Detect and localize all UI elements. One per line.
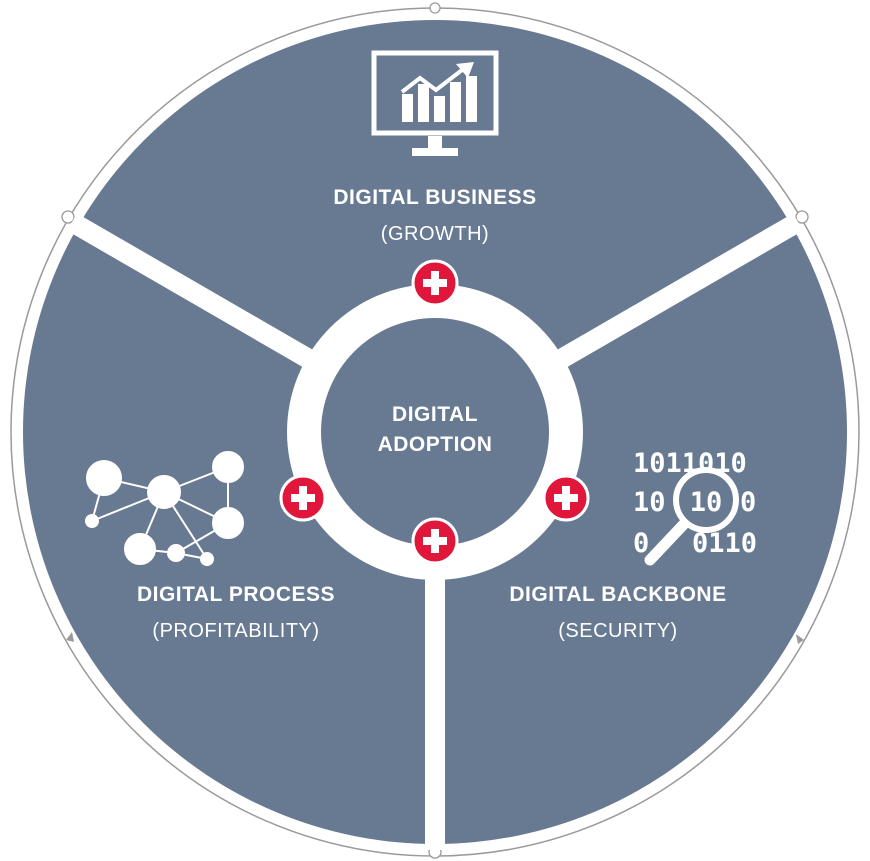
binary-row-2-left: 10 xyxy=(633,487,666,518)
ring-marker-left xyxy=(61,210,75,224)
center-disc xyxy=(321,318,549,546)
monitor-growth-chart-icon xyxy=(371,50,499,156)
binary-magnifier-icon: 1011010 10 0 0 0110 10 xyxy=(633,448,757,566)
binary-row-3-right: 0110 xyxy=(692,528,757,559)
business-title: DIGITAL BUSINESS xyxy=(333,186,536,209)
plus-badge-right[interactable] xyxy=(542,474,590,522)
magnifier-handle-icon xyxy=(644,518,690,566)
magnifier-lens-icon xyxy=(673,467,739,533)
binary-row-3-left: 0 xyxy=(633,528,649,559)
business-subtitle: (GROWTH) xyxy=(381,223,489,245)
process-subtitle: (PROFITABILITY) xyxy=(152,620,319,642)
plus-badge-top[interactable] xyxy=(411,259,459,307)
backbone-title: DIGITAL BACKBONE xyxy=(509,583,726,606)
ring-marker-top xyxy=(429,2,441,14)
center-label-line2: ADOPTION xyxy=(378,433,493,456)
backbone-subtitle: (SECURITY) xyxy=(558,620,677,642)
process-title: DIGITAL PROCESS xyxy=(137,583,335,606)
plus-badge-bottom[interactable] xyxy=(411,517,459,565)
ring-arrow-right xyxy=(796,634,804,644)
ring-marker-right xyxy=(795,210,809,224)
binary-row-2-lens: 10 xyxy=(690,487,723,518)
plus-badge-left[interactable] xyxy=(279,474,327,522)
center-label-line1: DIGITAL xyxy=(392,403,478,426)
network-nodes-icon xyxy=(85,451,244,566)
ring-arrow-left xyxy=(66,632,74,642)
binary-row-2-right: 0 xyxy=(740,487,756,518)
